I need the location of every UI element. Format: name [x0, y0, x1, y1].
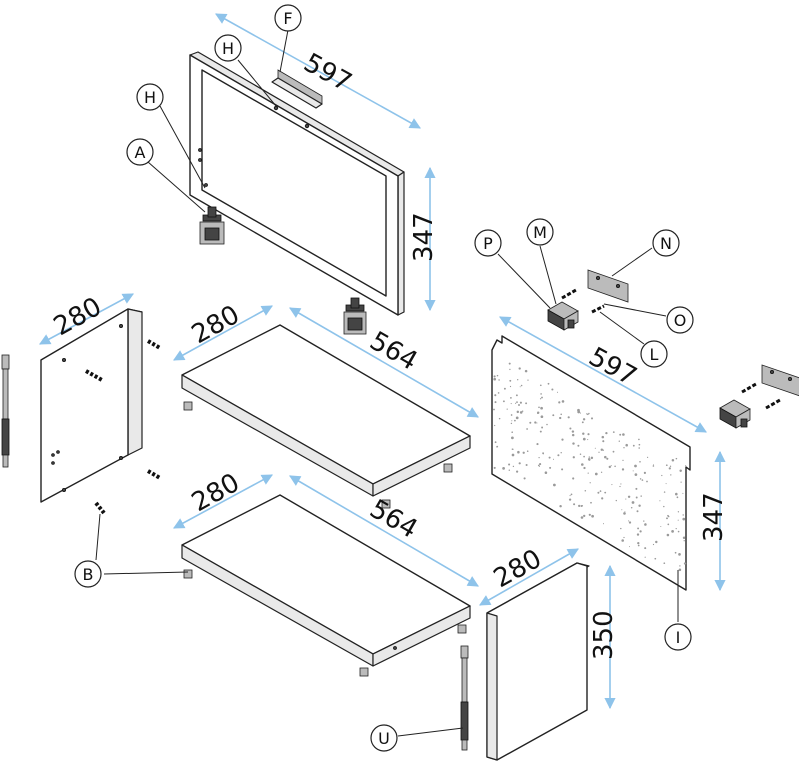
- callout-p: P: [474, 229, 502, 257]
- leader-l: [599, 311, 645, 345]
- callout-a: A: [126, 138, 154, 166]
- callout-b: B: [74, 560, 102, 588]
- dim-label-top-shelf-depth: 280: [187, 300, 245, 350]
- svg-text:U: U: [378, 729, 390, 748]
- dim-arrow-top-shelf-width: [289, 307, 479, 418]
- leader-p: [497, 253, 551, 309]
- leader-h2: [159, 105, 206, 189]
- callout-h-left: H: [136, 83, 164, 111]
- svg-text:M: M: [533, 223, 547, 242]
- svg-text:L: L: [650, 345, 659, 364]
- callout-l: L: [640, 340, 668, 368]
- svg-text:H: H: [222, 39, 234, 58]
- dim-arrow-back-width: [499, 316, 707, 433]
- screw-o: [591, 304, 605, 314]
- dim-label-door-height: 350: [589, 610, 619, 660]
- screw-right-1: [741, 382, 757, 394]
- dim-arrow-top-shelf-depth: [173, 305, 273, 361]
- leader-a: [147, 161, 206, 213]
- svg-text:N: N: [660, 234, 672, 253]
- callout-u: U: [370, 724, 398, 752]
- callout-i: I: [664, 623, 692, 651]
- bottom-shelf: [181, 494, 471, 677]
- gas-strut-door: [460, 645, 469, 751]
- leader-b: [103, 571, 189, 575]
- callout-h-top: H: [214, 34, 242, 62]
- dim-arrow-bottom-shelf-width: [289, 475, 479, 587]
- dim-label-top-shelf-width: 564: [365, 326, 423, 377]
- hinge-frame-lower: [343, 297, 367, 335]
- leader-h1: [237, 59, 277, 107]
- dim-arrow-frame-width: [215, 13, 421, 129]
- connector-p-m: [547, 301, 579, 331]
- leader-m: [539, 245, 557, 305]
- leader-u: [397, 727, 464, 737]
- leader-n: [611, 247, 653, 277]
- dim-label-back-width: 597: [584, 342, 642, 392]
- connector-right: [719, 399, 751, 429]
- svg-text:A: A: [135, 143, 146, 162]
- screw-right-2: [765, 398, 781, 410]
- gas-strut-left: [1, 354, 10, 468]
- leader-b2: [95, 513, 101, 561]
- callout-o: O: [666, 306, 694, 334]
- svg-text:H: H: [144, 88, 156, 107]
- dim-label-back-height: 347: [699, 492, 729, 542]
- callout-n: N: [652, 229, 680, 257]
- dowels-left: [85, 339, 162, 515]
- hinge-a: [199, 206, 225, 245]
- callout-f: F: [274, 4, 302, 32]
- leader-f: [279, 29, 289, 73]
- plate-right: [761, 364, 799, 397]
- screw-n: [561, 288, 577, 300]
- dim-label-frame-height: 347: [409, 212, 439, 262]
- callout-m: M: [526, 218, 554, 246]
- dim-arrow-side-depth: [39, 293, 134, 345]
- left-side-panel: [40, 308, 143, 503]
- svg-text:O: O: [674, 311, 687, 330]
- svg-text:P: P: [483, 234, 493, 253]
- leader-o: [603, 303, 667, 317]
- svg-text:F: F: [283, 9, 292, 28]
- svg-text:B: B: [83, 565, 94, 584]
- dim-arrow-bottom-shelf-depth: [173, 474, 273, 529]
- svg-text:I: I: [676, 628, 681, 647]
- plate-n: [587, 269, 629, 303]
- dim-arrow-door-depth: [479, 548, 579, 606]
- dim-label-bottom-shelf-depth: 280: [187, 468, 245, 518]
